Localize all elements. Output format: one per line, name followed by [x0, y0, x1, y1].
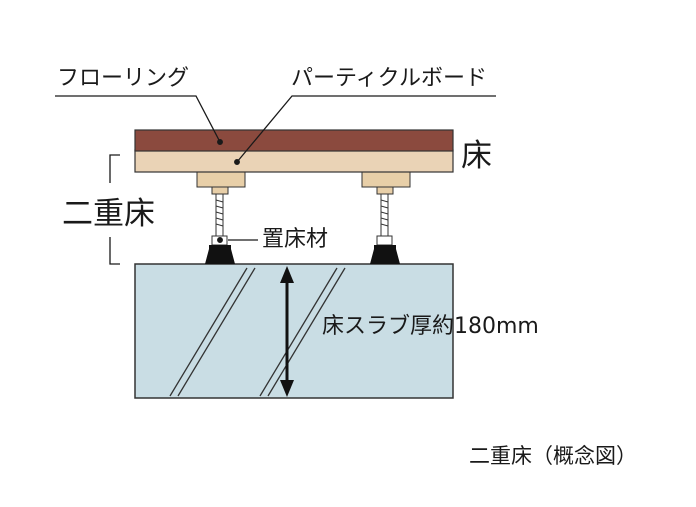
slab-hatch — [169, 267, 346, 397]
double-floor-bracket — [109, 154, 120, 265]
support-post-label: 置床材 — [262, 227, 329, 252]
flooring-label: フローリング — [57, 66, 190, 91]
double-floor-label: 二重床 — [62, 196, 155, 232]
particle-board-label: パーティクルボード — [291, 66, 488, 91]
diagram-caption: 二重床（概念図） — [469, 444, 637, 468]
concrete-slab — [134, 263, 454, 399]
slab-thickness-label: 床スラブ厚約180mm — [322, 314, 539, 339]
particle-board-layer — [134, 149, 454, 173]
support-post-left — [196, 171, 246, 264]
support-post-right — [361, 171, 411, 264]
flooring-layer — [134, 129, 454, 152]
slab-thickness-arrow — [280, 266, 294, 397]
floor-label: 床 — [461, 138, 492, 174]
leader-lines — [55, 95, 496, 243]
